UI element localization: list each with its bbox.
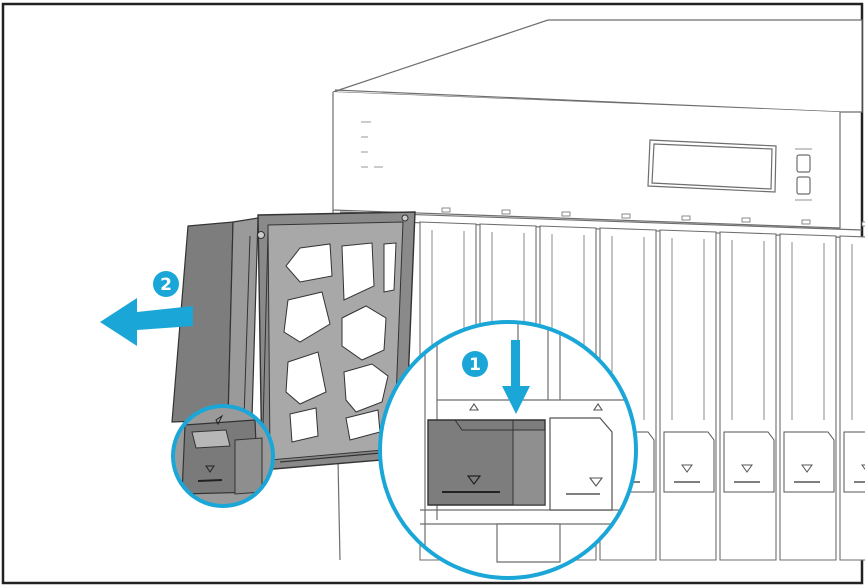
bay-latch [783,431,835,493]
nas-chassis [332,19,863,561]
drive-bay [719,231,777,561]
drive-bay [659,229,717,561]
tray-cutouts [283,242,397,443]
step-1-badge [462,351,488,377]
triangle-icon [801,464,813,473]
bay-marker [441,207,451,213]
zoom-ring-large [378,320,638,580]
bay-latch [663,431,715,493]
bay-latch [843,431,865,493]
drive-tray [171,211,416,471]
select-button [796,154,811,173]
lcd-display [647,139,777,193]
bay-marker [861,221,865,227]
bay-marker [501,209,511,215]
bay-marker [621,213,631,219]
enter-button [796,176,811,195]
bay-marker [741,217,751,223]
bay-marker [681,215,691,221]
tray-latch-zoom [171,404,275,508]
bay-latch [723,431,775,493]
step-2-badge [153,271,179,297]
drive-bay [779,233,837,561]
step-2-callout: 2 [100,271,193,346]
bay-marker [561,211,571,217]
arrow-left-icon [100,298,193,346]
step-2-number: 2 [160,275,172,295]
triangle-icon [205,465,215,473]
triangle-icon [741,464,753,473]
drive-bay [839,235,865,561]
step-1-callout: 1 [462,340,530,414]
status-leds [361,121,383,168]
arrow-down-icon [502,386,530,414]
front-panel [332,92,841,229]
bay-top-markers [441,207,865,227]
latch-zoom [378,320,638,580]
bay-marker [801,219,811,225]
step-1-number: 1 [469,355,481,375]
zoom-ring-small [171,404,275,508]
triangle-icon [681,464,693,473]
